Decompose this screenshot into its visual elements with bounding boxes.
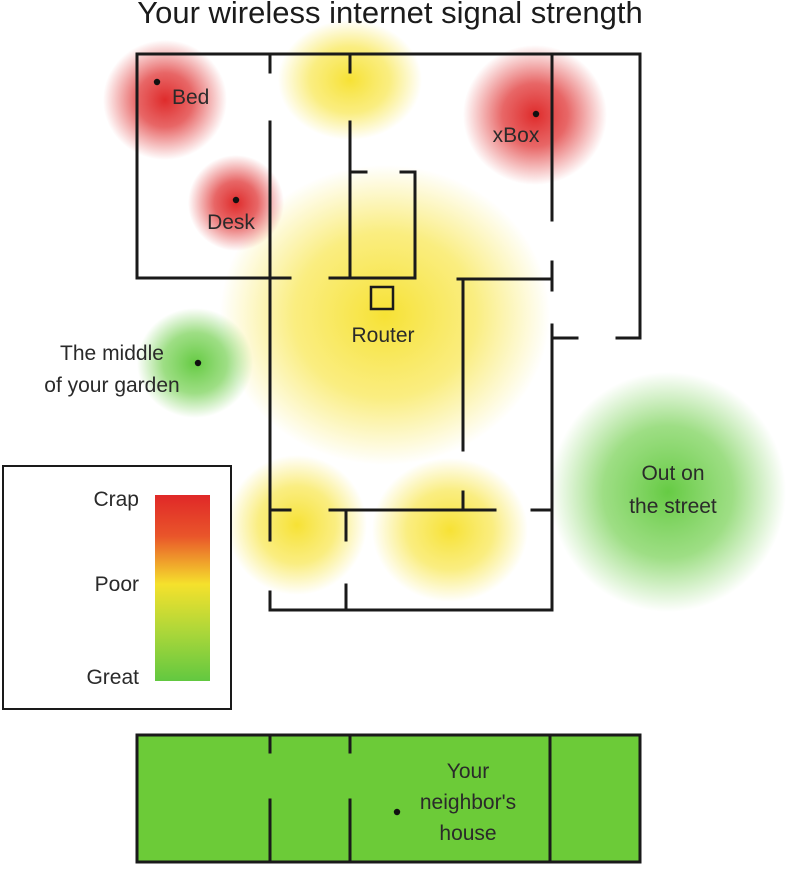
neighbor-label-line2: neighbor's (420, 791, 516, 814)
neighbor-house-floor (135, 733, 642, 864)
legend-great-label: Great (86, 666, 139, 689)
neighbor-dot (393, 808, 401, 816)
xbox-dot (532, 110, 540, 118)
router-icon (369, 285, 395, 311)
signal-blob-lower-left (227, 455, 367, 595)
desk-label: Desk (207, 211, 255, 234)
legend-poor-label: Poor (95, 573, 139, 596)
signal-blob-bed (103, 40, 227, 160)
street-label-line2: the street (629, 495, 717, 518)
router-label: Router (351, 324, 414, 347)
signal-blob-top (278, 20, 422, 140)
desk-dot (232, 196, 240, 204)
signal-blob-street (550, 372, 786, 612)
garden-label-line2: of your garden (44, 374, 179, 397)
garden-dot (194, 359, 202, 367)
page-title: Your wireless internet signal strength (137, 0, 642, 30)
signal-blob-lower-right (372, 458, 528, 602)
garden-label-line1: The middle (60, 342, 164, 365)
bed-dot (153, 78, 161, 86)
neighbor-label-line1: Your (447, 760, 489, 783)
xbox-label: xBox (493, 124, 540, 147)
bed-label: Bed (172, 86, 209, 109)
legend-crap-label: Crap (93, 488, 139, 511)
legend: Crap Poor Great (2, 465, 232, 710)
neighbor-house: Your neighbor's house (135, 733, 642, 864)
street-label-line1: Out on (641, 462, 704, 485)
signal-blob-router (220, 165, 550, 465)
neighbor-label-line3: house (439, 822, 496, 845)
floor-plan (135, 52, 642, 612)
legend-color-bar (155, 495, 210, 681)
